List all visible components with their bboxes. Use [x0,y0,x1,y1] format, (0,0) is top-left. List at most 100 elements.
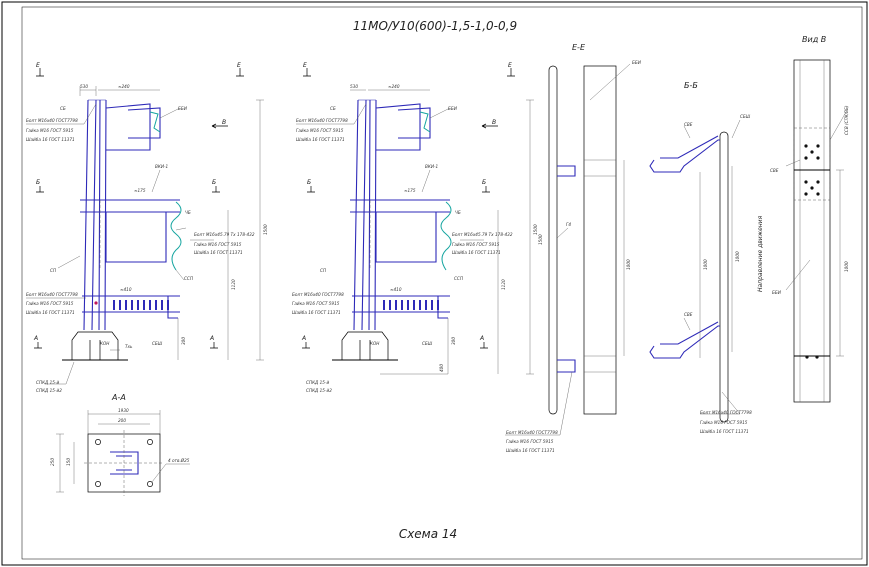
ee-rail [548,65,558,415]
dim-1120-left: 1120 [231,279,236,290]
note-sb-mid: СБ [330,106,336,111]
bb-washer-label: Шайба 16 ГОСТ 11371 [700,429,749,434]
dim-410-left: ≈410 [120,287,132,292]
bolt2-label-mid: Болт М16х45.79 Тх 178-432 [452,232,513,237]
section-mark-bb-right: Б [212,179,216,186]
section-mark-e-left: Е [36,62,40,69]
dim-175-left: ≈175 [134,188,146,193]
section-mark-e-right-2: Е [508,62,512,69]
left-elevation-view: Е Е 530 ≈240 Тхь ББИ В Б Б [26,62,268,393]
section-mark-bb-right-2: Б [482,179,486,186]
view-b-title: Вид В [802,35,826,44]
bb-dim-1000-b: 1000 [735,251,740,262]
direction-label: Направление движения [757,215,764,292]
cbsh-label-left: СБШ [152,341,163,346]
view-b-plate-top [793,127,831,171]
ee-bolt-label: Болт М16х40 ГОСТ7798 [506,430,558,435]
bolt3-label-mid: Болт М16х40 ГОСТ7798 [292,292,344,297]
bolt-marker-left [94,301,98,305]
note-sp-left: СП [50,268,57,273]
note-b-mid: ВКИ-1 [425,164,438,169]
aa-dim-250: 250 [50,458,55,466]
section-aa-title: А-А [111,393,126,402]
note-ch-left: ЧБ [185,210,191,215]
nut3-label-mid: Гайка М16 ГОСТ 5915 [292,301,340,306]
ee-nut-label: Гайка М16 ГОСТ 5915 [506,439,554,444]
washer3-label-mid: Шайба 16 ГОСТ 11371 [292,310,341,315]
section-mark-e-right: Е [237,62,241,69]
section-mark-a-right-2: А [479,335,484,342]
bolt1-label-left: Болт М16х40 ГОСТ7798 [26,118,78,123]
inner-frame [21,6,863,560]
note-sb-left: СБ [60,106,66,111]
view-b-bolts-bottom [805,355,819,359]
note-sp-mid: СП [320,268,327,273]
note-b-left: ВКИ-1 [155,164,168,169]
bolt1-label-mid: Болт М16х40 ГОСТ7798 [296,118,348,123]
section-mark-e-left-2: Е [303,62,307,69]
dim-400-mid: 400 [439,364,444,372]
kons-label-mid: КОН [370,341,380,346]
drawing-caption: Схема 14 [399,527,457,541]
drawing-title: 11МО/У10(600)-1,5-1,0-0,9 [353,19,517,33]
bb-nut-label: Гайка М16 ГОСТ 5915 [700,420,748,425]
washer1-label-mid: Шайба 16 ГОСТ 11371 [296,137,345,142]
stand-label-left: СПКД 15-й [36,380,59,385]
view-b: Вид В ССВ (СПК/ВБ) СВЕ ББИ 1000 [770,35,849,403]
aa-dim-280: 1930 [118,408,129,413]
dim-300-mid: 300 [451,337,456,345]
ee-dim-1000: 1000 [626,259,631,270]
section-mark-a-left: А [33,335,38,342]
nut3-label-left: Гайка М16 ГОСТ 5915 [26,301,74,306]
section-mark-a-left-2: А [301,335,306,342]
view-mark-b-left: В [222,119,226,126]
dim-175-mid: ≈175 [404,188,416,193]
view-b-bbi-label: ББИ [772,290,782,295]
middle-elevation-view: Е Е 530 ≈240 ББИ В Б Б ЧБ ВКИ-1 ≈175 [292,62,538,393]
cbsh-label-mid: СБШ [422,341,433,346]
ee-post-label: ББИ [632,60,642,65]
nut1-label-left: Гайка М16 ГОСТ 5915 [26,128,74,133]
dim-1500-mid: 1500 [533,224,538,235]
view-b-bolts-top [804,144,820,196]
dim-240-mid: ≈240 [388,84,400,89]
washer2-label-mid: Шайба 16 ГОСТ 11371 [452,250,501,255]
ee-dim-1500: 1500 [538,234,543,245]
section-mark-a-right: А [209,335,214,342]
aa-dim-200: 200 [118,418,126,423]
section-bb: Б-Б СВЕ СБШ СВЕ 1000 1000 Направление дв… [649,81,764,434]
stand-label-mid: СПКД 15-й [306,380,329,385]
ee-g4-label: Г4 [566,222,571,227]
nut2-label-left: Гайка М16 ГОСТ 5915 [194,242,242,247]
view-mark-b-mid: В [492,119,496,126]
dim-300-left: 300 [181,337,186,345]
section-ee: Е-Е ББИ Г4 1500 1000 Болт М16х40 ГОСТ779… [505,43,642,453]
section-ee-title: Е-Е [572,43,586,52]
note-ch-mid: ЧБ [455,210,461,215]
ee-washer-label: Шайба 16 ГОСТ 11371 [506,448,555,453]
bb-bolt-label: Болт М16х40 ГОСТ7798 [700,410,752,415]
bb-cbe-label-top: СВЕ [684,122,693,127]
note-bbi-mid: ББИ [448,106,458,111]
dim-410-mid: ≈410 [390,287,402,292]
aa-holes [95,439,153,487]
washer3-label-left: Шайба 16 ГОСТ 11371 [26,310,75,315]
stand2-label-left: СПКД 15-й2 [36,388,62,393]
bb-cbe-label-bottom: СВЕ [684,312,693,317]
view-b-plate-bottom [793,169,831,201]
dim-530-mid: 530 [350,84,358,89]
bb-rail [719,131,729,423]
bb-dim-1000: 1000 [703,259,708,270]
section-mark-bb-left: Б [36,179,40,186]
bb-cbsh-label: СБШ [740,114,751,119]
bolt2-label-left: Болт М16х45.79 Тх 178-432 [194,232,255,237]
nut1-label-mid: Гайка М16 ГОСТ 5915 [296,128,344,133]
note-bbi-left: ББИ [178,106,188,111]
aa-holes-label: 4 отв.Ø25 [168,458,190,463]
washer2-label-left: Шайба 16 ГОСТ 11371 [194,250,243,255]
section-mark-bb-left-2: Б [307,179,311,186]
note-ssp-left: ССП [184,276,194,281]
kons-label-left: КОН [100,341,110,346]
